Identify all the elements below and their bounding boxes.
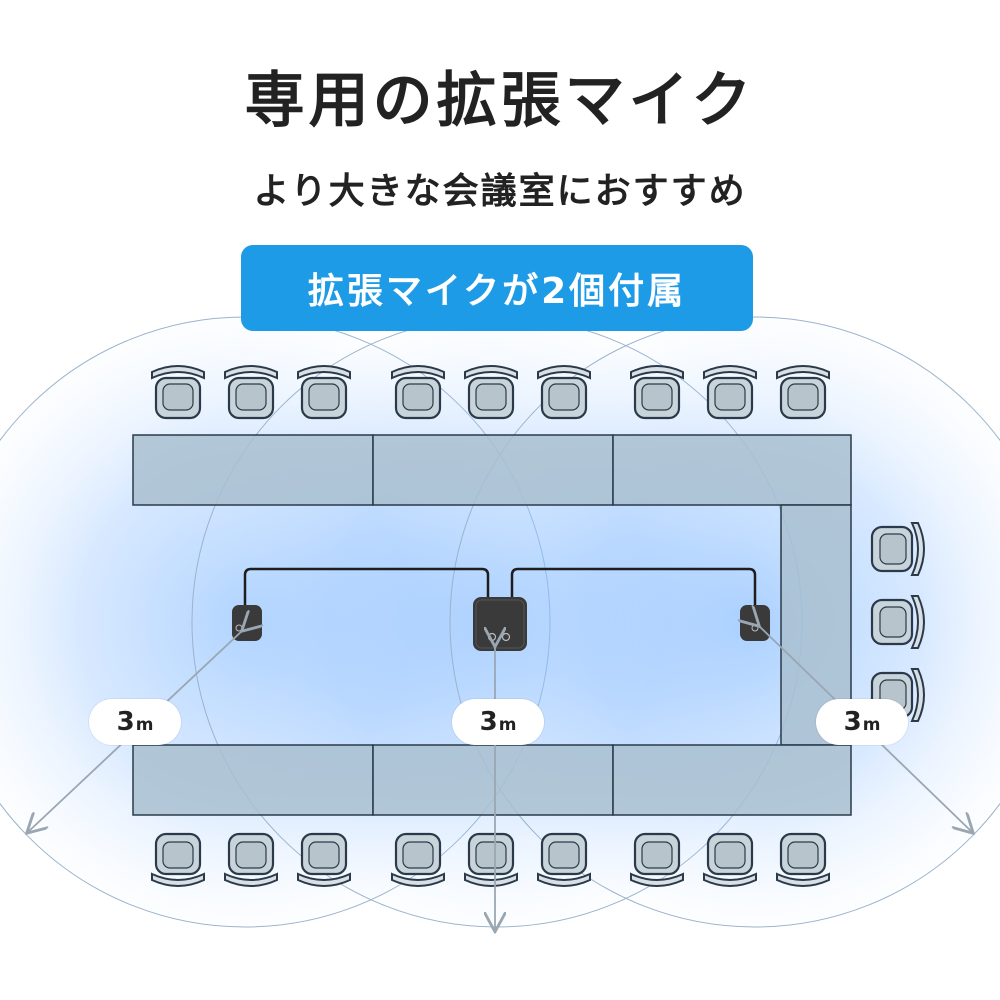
extension-mic-right xyxy=(740,605,770,641)
speakerphone-icon xyxy=(473,597,527,651)
page-subtitle: より大きな会議室におすすめ xyxy=(253,171,747,212)
table-top-2 xyxy=(372,434,614,506)
extension-mic-icon xyxy=(740,605,770,641)
cable-left xyxy=(243,567,490,610)
distance-value: 3 xyxy=(116,707,135,737)
distance-unit: m xyxy=(135,715,154,735)
distance-value: 3 xyxy=(843,707,862,737)
cable-right xyxy=(510,567,757,610)
table-bottom-1 xyxy=(132,744,374,816)
distance-unit: m xyxy=(862,715,881,735)
cables xyxy=(243,567,757,610)
center-speakerphone xyxy=(473,597,527,651)
accessory-badge: 拡張マイクが2個付属 xyxy=(241,245,753,331)
table-top-3 xyxy=(612,434,852,506)
distance-value: 3 xyxy=(479,707,498,737)
table-bottom-3 xyxy=(612,744,852,816)
table-bottom-2 xyxy=(372,744,614,816)
table-top-1 xyxy=(132,434,374,506)
distance-unit: m xyxy=(498,715,517,735)
page-title: 専用の拡張マイク xyxy=(244,66,756,136)
